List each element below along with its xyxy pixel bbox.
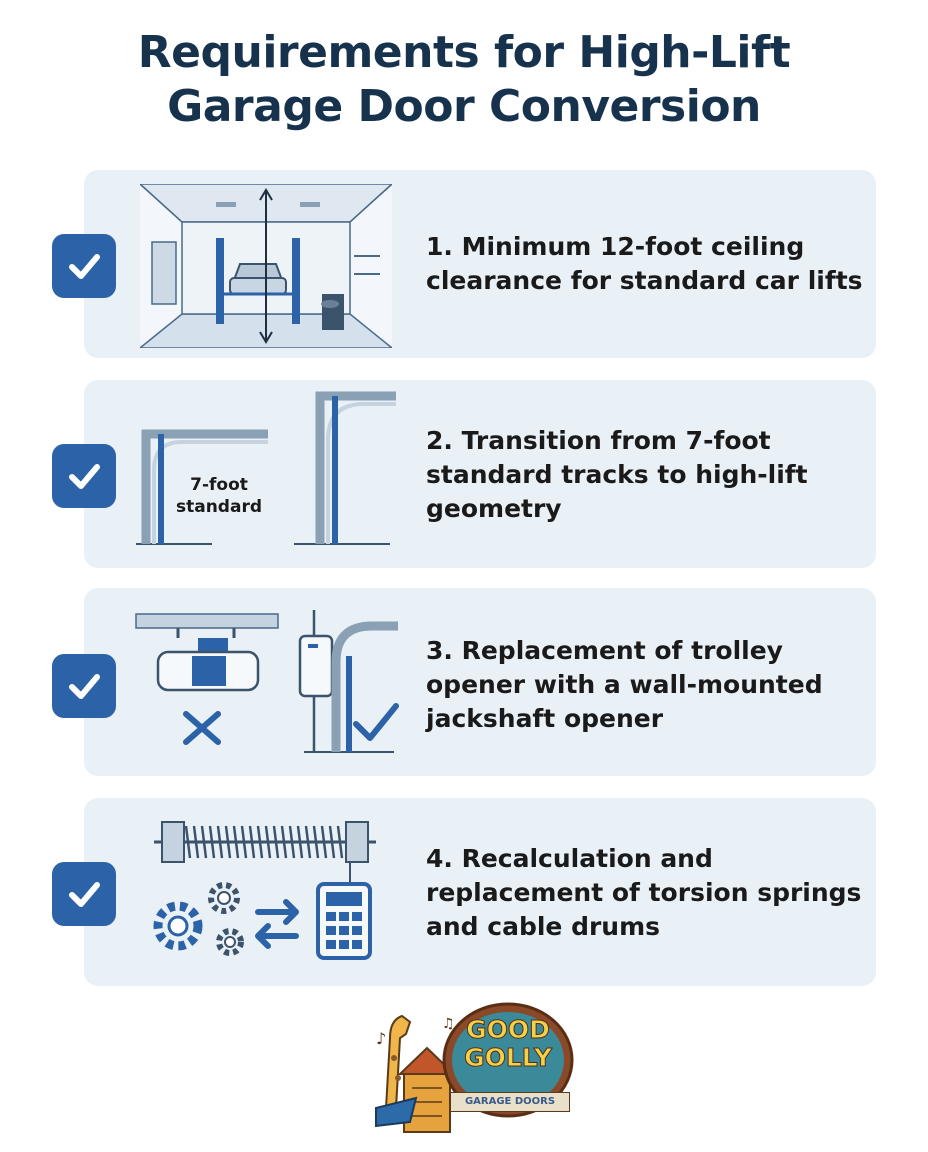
requirement-card-2: [84, 380, 876, 568]
title-line-1: Requirements for High-Lift: [137, 27, 791, 78]
check-icon: [52, 862, 116, 926]
garage-lift-icon: [140, 184, 392, 348]
page-title: Requirements for High-Lift Garage Door C…: [0, 26, 928, 134]
requirement-text-2: 2. Transition from 7-foot standard track…: [426, 426, 808, 523]
logo-wordmark: GOOD GOLLY: [456, 1015, 560, 1072]
calculator-icon: [316, 882, 372, 960]
check-icon: [52, 444, 116, 508]
track-label-line-1: 7-foot: [190, 475, 248, 495]
svg-text:♫: ♫: [442, 1016, 455, 1032]
logo-banner: GARAGE DOORS: [450, 1092, 570, 1112]
requirement-text-1: 1. Minimum 12-foot ceiling clearance for…: [426, 232, 863, 295]
title-line-2: Garage Door Conversion: [167, 81, 761, 132]
requirement-text-4: 4. Recalculation and replacement of tors…: [426, 844, 862, 941]
svg-text:♪: ♪: [376, 1029, 386, 1048]
logo-line-1: GOOD: [466, 1015, 551, 1044]
logo-line-2: GOLLY: [464, 1043, 553, 1072]
requirement-text-3: 3. Replacement of trolley opener with a …: [426, 636, 823, 733]
check-icon: [52, 234, 116, 298]
check-icon: [52, 654, 116, 718]
track-label-line-2: standard: [175, 497, 262, 517]
opener-icon: [135, 610, 399, 753]
track-icon: [136, 391, 396, 545]
requirement-card-4: [84, 798, 876, 986]
spring-icon: [153, 821, 376, 960]
track-label: 7-foot standard: [164, 474, 274, 518]
gear-icon: [153, 882, 244, 956]
company-logo: ♪ ♫ GOOD GOLLY GARAGE DOORS: [346, 998, 586, 1140]
